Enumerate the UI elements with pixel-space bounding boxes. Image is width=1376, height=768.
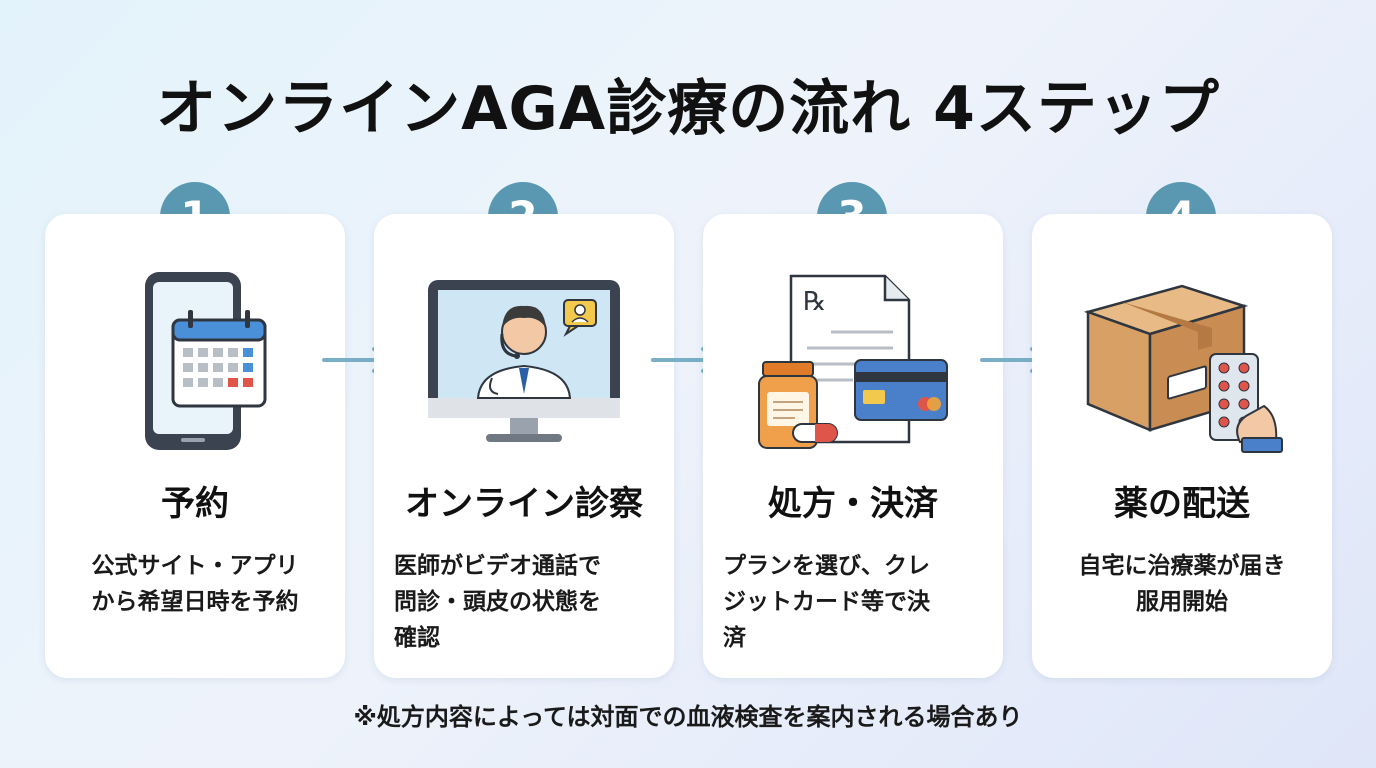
prescription-payment-icon: ℞ [758, 274, 948, 449]
step-2-title: オンライン診察 [405, 484, 643, 524]
step-3-title: 処方・決済 [768, 484, 938, 524]
step-2-description: 医師がビデオ通話で 問診・頭皮の状態を 確認 [394, 553, 601, 651]
step-3-description: プランを選び、クレ ジットカード等で決 済 [723, 553, 930, 651]
smartphone-calendar-icon [145, 272, 267, 450]
step-4-card: 薬の配送 自宅に治療薬が届き 服用開始 [1032, 214, 1332, 678]
step-1-card: 予約 公式サイト・アプリ から希望日時を予約 [45, 214, 345, 678]
step-3-card: ℞ 処方・決済 プランを選び、クレ ジットカード等で決 済 [703, 214, 1003, 678]
step-1-description: 公式サイト・アプリ から希望日時を予約 [91, 553, 299, 615]
page-title: オンラインAGA診療の流れ 4ステップ [156, 74, 1220, 144]
step-4-title: 薬の配送 [1114, 484, 1250, 524]
video-consultation-icon [428, 280, 620, 442]
svg-text:℞: ℞ [803, 287, 826, 317]
delivery-box-icon [1083, 284, 1283, 453]
step-1-title: 予約 [161, 484, 229, 524]
footnote: ※処方内容によっては対面での血液検査を案内される場合あり [353, 703, 1023, 731]
step-2-card: オンライン診察 医師がビデオ通話で 問診・頭皮の状態を 確認 [374, 214, 674, 678]
step-4-description: 自宅に治療薬が届き 服用開始 [1078, 553, 1286, 615]
